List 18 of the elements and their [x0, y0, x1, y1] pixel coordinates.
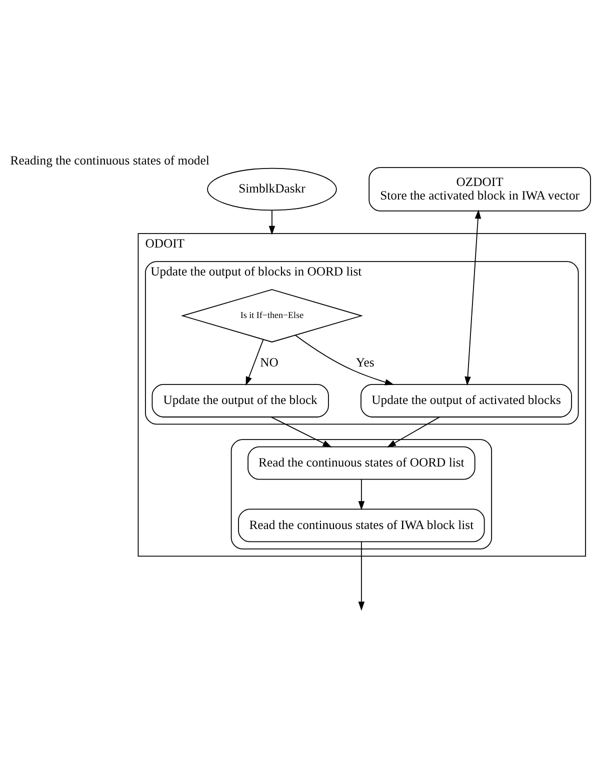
node-box: Read the continuous states of OORD list: [248, 446, 476, 480]
node-ellipse: SimblkDaskr: [207, 168, 337, 211]
arrow: [386, 416, 440, 448]
arrow: [358, 479, 365, 510]
arrow: [270, 416, 332, 448]
arrow: [246, 339, 264, 386]
edge-label: Yes: [356, 356, 374, 370]
node-label: Reading the continuous states of model: [10, 154, 210, 168]
node-diamond: Is it If−then−Else: [180, 289, 364, 342]
arrow: [294, 334, 394, 386]
node-box: Update the output of the block: [152, 384, 329, 418]
arrow: [358, 542, 365, 611]
node-box: OZDOIT Store the activated block in IWA vector: [368, 167, 591, 212]
node-box: Update the output of activated blocks: [360, 384, 572, 418]
arrow: [464, 210, 482, 386]
arrow: [268, 210, 276, 235]
node-box: Read the continuous states of IWA block list: [238, 508, 485, 542]
edge-label: NO: [260, 356, 278, 370]
